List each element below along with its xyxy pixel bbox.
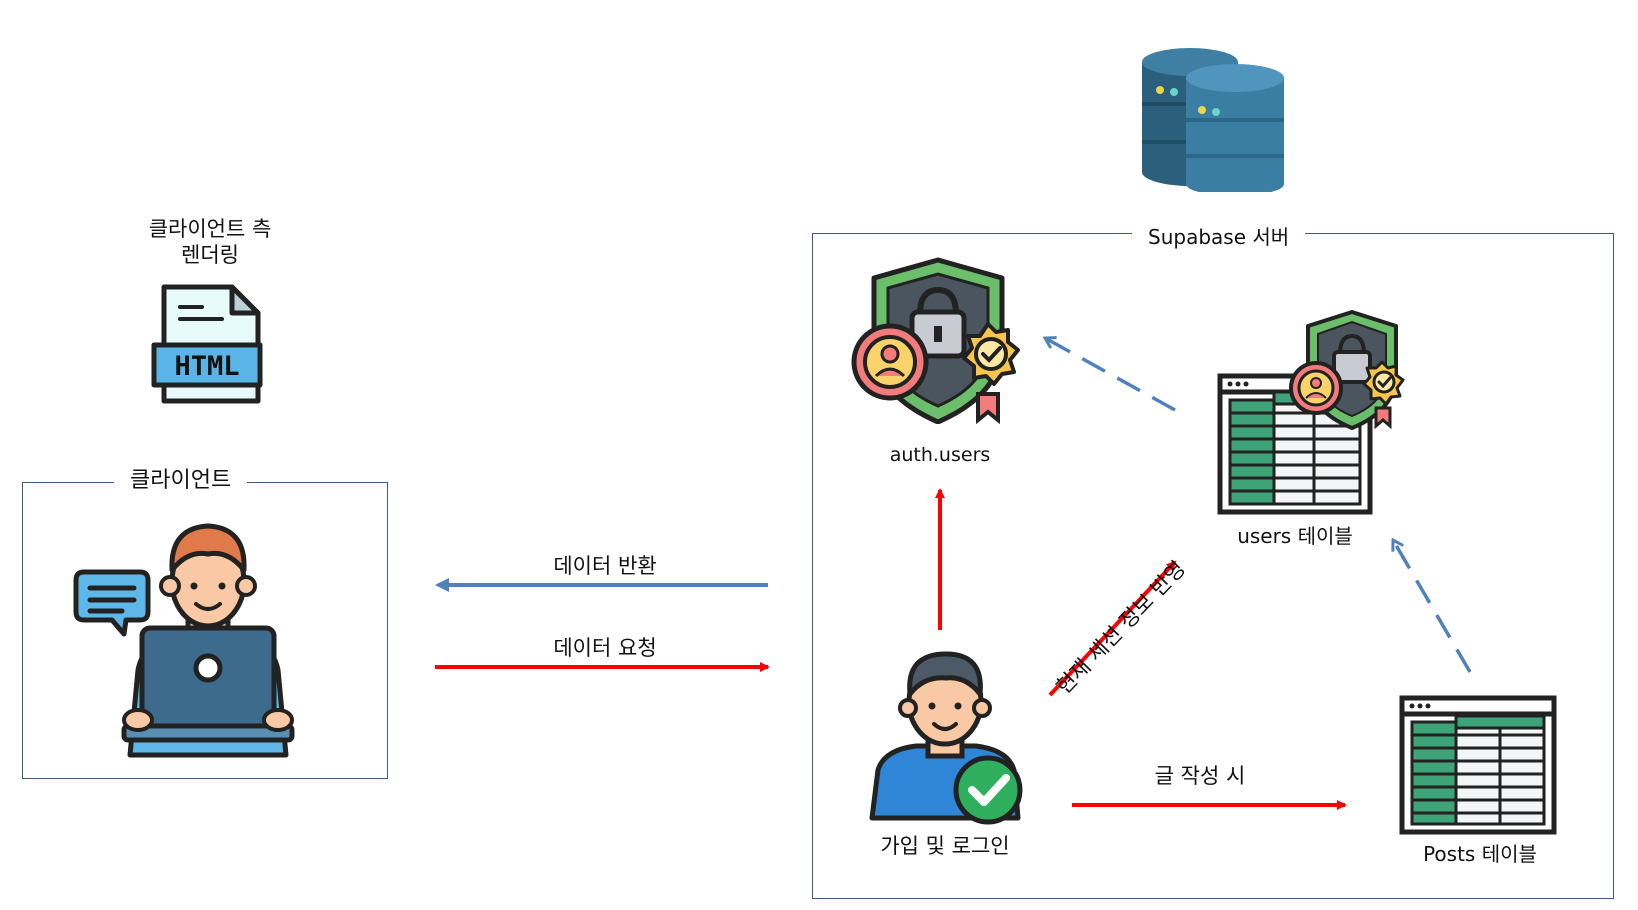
- users-to-auth-dashed-arrow: [1045, 338, 1176, 412]
- client-render-caption-line2: 렌더링: [181, 243, 239, 267]
- client-box-label: 클라이언트: [114, 462, 248, 494]
- auth-users-label: auth.users: [889, 444, 991, 466]
- posts-table-icon: [1399, 695, 1557, 835]
- write-label: 글 작성 시: [1154, 764, 1246, 788]
- html-badge-text: HTML: [174, 351, 239, 382]
- client-render-caption: 클라이언트 측 렌더링: [120, 216, 300, 268]
- response-label: 데이터 반환: [553, 554, 657, 578]
- html-file-icon: HTML: [151, 284, 263, 404]
- auth-users-icon: [851, 257, 1020, 424]
- posts-table-label: Posts 테이블: [1423, 842, 1537, 866]
- database-icon: [1142, 48, 1284, 192]
- developer-laptop-icon: [73, 523, 295, 758]
- signup-login-label: 가입 및 로그인: [880, 834, 1010, 858]
- users-table-label: users 테이블: [1237, 524, 1353, 548]
- user-check-icon: [869, 651, 1023, 825]
- posts-to-users-dashed-arrow: [1393, 540, 1472, 673]
- users-table-icon: [1217, 310, 1405, 515]
- client-render-caption-line1: 클라이언트 측: [148, 217, 272, 241]
- supabase-server-label: Supabase 서버: [1132, 221, 1306, 250]
- session-arrow: [1048, 560, 1177, 697]
- request-label: 데이터 요청: [553, 636, 657, 660]
